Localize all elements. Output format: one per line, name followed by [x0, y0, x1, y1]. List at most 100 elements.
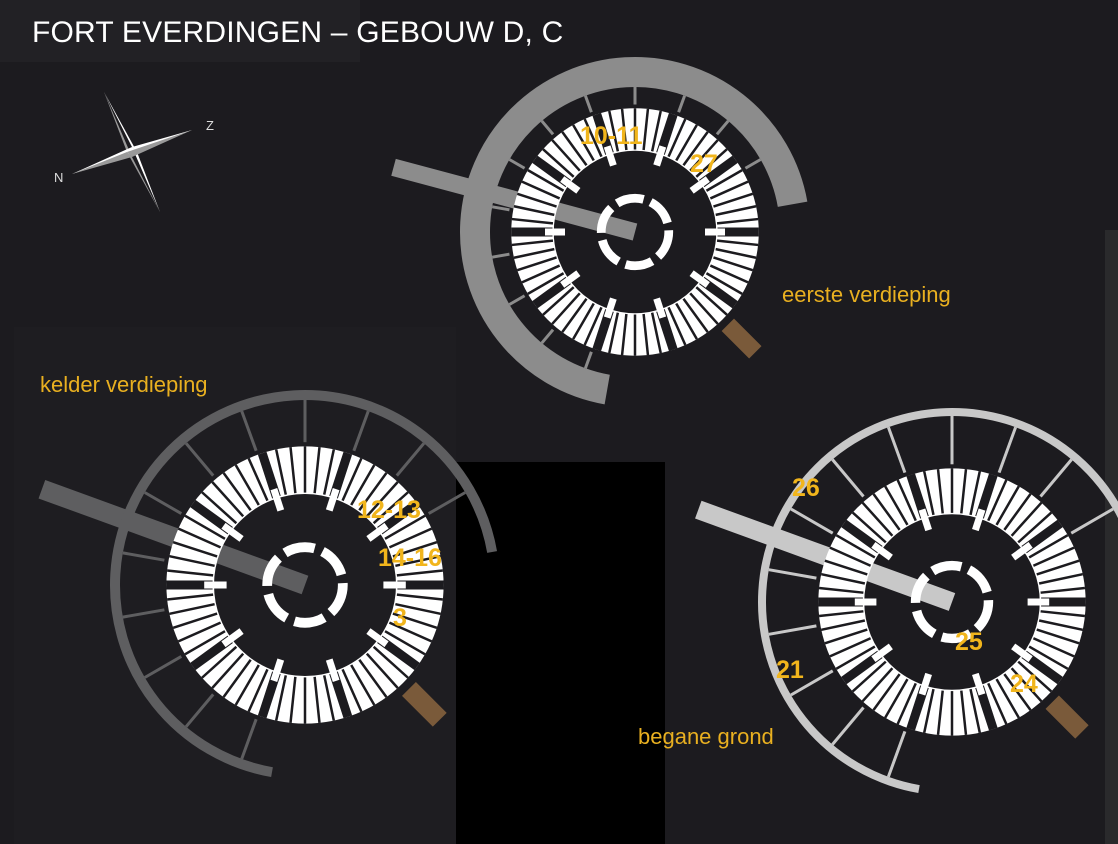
first-floor-plan-wall-gap	[620, 108, 628, 151]
basement-plan-wall-gap	[274, 449, 288, 495]
basement-plan-gallery-spoke	[144, 655, 183, 679]
compass-rose-icon	[132, 147, 160, 212]
basement-plan-wall-gap	[392, 540, 438, 558]
first-floor-plan-wall-gap	[675, 124, 698, 162]
basement-plan-wall-gap	[184, 630, 226, 656]
first-floor-plan-wall-gap	[511, 239, 554, 247]
ground-floor-plan-wall-gap	[821, 572, 866, 585]
ground-floor-plan-access-arm	[695, 500, 956, 611]
ground-floor-plan-wall-gap	[851, 511, 887, 544]
first-floor-plan-wall-gap	[527, 169, 565, 192]
basement-plan-gallery-spoke	[184, 442, 215, 477]
basement-plan-wall-gap	[388, 527, 433, 549]
basement-plan-pier	[366, 628, 389, 648]
first-floor-plan-wall-gap	[511, 217, 554, 225]
ground-floor-plan-gallery-spoke	[886, 426, 907, 474]
ground-floor-plan-wall-gap	[1003, 673, 1032, 711]
ground-floor-plan-wall-gap	[884, 678, 909, 719]
first-floor-plan-wall-gap	[642, 313, 650, 356]
room-label: 12-13	[357, 496, 421, 524]
basement-plan-wall-gap	[313, 447, 321, 494]
ground-floor-plan-wall-gap	[818, 610, 864, 618]
ground-floor-plan-wall-gap	[960, 468, 968, 514]
basement-plan-wall-gap	[392, 612, 438, 630]
ground-floor-plan-gallery-spoke	[768, 568, 817, 580]
ground-panel	[665, 355, 1105, 833]
first-floor-plan-gallery-spoke	[508, 294, 526, 306]
basement-plan-wall-gap	[222, 659, 252, 698]
first-floor-plan-wall-gap	[608, 110, 620, 152]
first-floor-plan-wall-gap	[689, 139, 719, 172]
basement-plan-wall-gap	[365, 652, 399, 689]
first-floor-plan-pier	[560, 176, 581, 194]
basement-plan-gallery-spoke	[240, 410, 258, 452]
first-floor-plan-gallery	[460, 57, 808, 405]
compass-rose-icon	[104, 92, 132, 157]
ground-floor-plan-pier	[972, 672, 986, 696]
ground-floor-plan-entrance	[1045, 695, 1089, 739]
basement-plan-wall-gap	[289, 447, 297, 494]
ground-floor-plan-pier	[1011, 542, 1033, 561]
ground-floor-plan-wall-gap	[861, 667, 894, 703]
first-floor-plan-wall-gap	[705, 272, 743, 295]
basement-plan-gallery-spoke	[122, 608, 165, 619]
ground-floor-plan-wall-gap	[1036, 628, 1080, 645]
first-floor-plan-wall-gap	[709, 180, 749, 200]
basement-plan-wall-gap	[313, 676, 321, 723]
ground-floor-plan-wall-gap	[1038, 619, 1083, 632]
basement-plan-wall-gap	[395, 602, 441, 616]
ground-floor-plan-wall-gap	[824, 559, 868, 576]
first-floor-plan-wall-gap	[513, 205, 555, 217]
basement-plan-wall-gap	[322, 449, 336, 495]
ground-floor-plan-gallery-spoke	[790, 507, 834, 535]
ground-floor-plan-wall-gap	[1010, 501, 1043, 537]
first-floor-plan-pier	[603, 297, 617, 319]
basement-plan-wall-gap	[365, 481, 399, 518]
ground-floor-plan-gallery	[758, 408, 1118, 794]
first-floor-plan-wall-gap	[695, 286, 728, 316]
first-floor-plan-core-ring	[596, 193, 674, 271]
basement-plan-wall-gap	[289, 676, 297, 723]
ground-floor-plan-gallery-spoke	[768, 624, 817, 636]
black-gap	[456, 462, 665, 844]
first-floor-plan-gallery-spoke	[715, 119, 730, 136]
first-floor-plan-pier	[560, 270, 581, 288]
basement-plan-wall-gap	[350, 664, 376, 706]
basement-plan-wall-gap	[358, 659, 388, 698]
basement-plan-wall-gap	[358, 472, 388, 511]
ground-floor-plan-wall-gap	[1036, 559, 1080, 576]
compass-rose-icon	[104, 92, 137, 152]
first-floor-plan-wall-gap	[516, 256, 557, 272]
ground-floor-plan-wall-gap	[821, 619, 866, 632]
first-floor-plan-wall-gap	[650, 110, 662, 152]
basement-plan-gallery-spoke	[122, 551, 165, 562]
basement-plan-pier	[270, 488, 285, 512]
basement-plan-wall-gap	[234, 664, 260, 706]
ground-floor-plan-gallery-spoke	[831, 706, 865, 746]
ground-floor-plan-pier	[972, 508, 986, 532]
basement-plan-pier	[325, 658, 340, 682]
basement-plan-gallery-spoke	[427, 491, 466, 515]
ground-floor-plan-wall-gap	[1010, 667, 1043, 703]
ground-floor-plan-wall-gap	[884, 485, 909, 526]
basement-plan-wall-gap	[177, 527, 222, 549]
first-floor-plan-gallery-spoke	[491, 205, 510, 212]
basement-plan-gallery-spoke	[352, 410, 370, 452]
basement-plan-wall-gap	[372, 491, 409, 525]
first-floor-plan-wall-gap	[608, 312, 620, 354]
basement-plan-entrance	[402, 682, 447, 727]
ground-floor-plan-pier	[1011, 643, 1033, 662]
first-floor-plan-wall-gap	[513, 247, 555, 259]
ground-floor-plan-wall-gap	[922, 688, 935, 733]
basement-plan-wall-gap	[222, 472, 252, 511]
basement-plan-wall-gap	[384, 630, 426, 656]
compass-rose-icon	[72, 152, 132, 174]
basement-plan-gallery-spoke	[144, 491, 183, 515]
ground-floor-plan-wall-gap	[1028, 534, 1069, 559]
ground-floor-plan-wall-gap	[1017, 511, 1053, 544]
first-floor-plan-wall-gap	[561, 131, 588, 166]
compass-north-label: N	[54, 170, 64, 185]
ground-floor-plan-wall-gap	[818, 586, 864, 594]
